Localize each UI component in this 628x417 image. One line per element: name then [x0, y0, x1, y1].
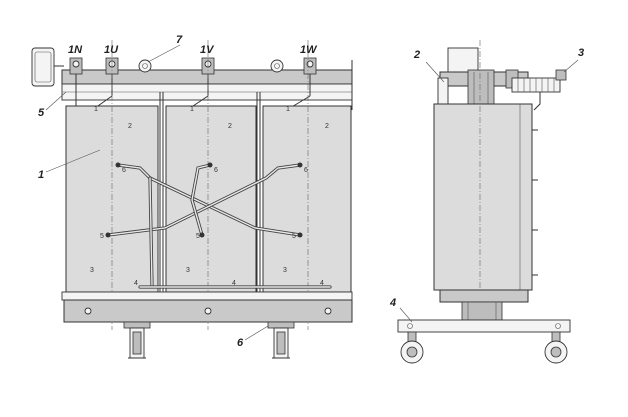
tap-u-4: 4 [134, 280, 138, 287]
leader-2 [425, 61, 445, 83]
tap-u-1: 1 [94, 106, 98, 113]
delta-connection-bars [105, 162, 303, 287]
terminal-1N [69, 57, 83, 108]
leader-5 [45, 91, 67, 111]
terminal-1W [289, 57, 317, 109]
tap-w-6: 6 [304, 167, 308, 174]
frame-bolt-3 [324, 307, 332, 315]
top-box [447, 47, 479, 73]
terminal-box [31, 47, 55, 87]
front-view: 1N 1U 1V 1W 7 5 1 6 2 2 2 3 3 3 1 1 1 6 … [31, 34, 353, 359]
frame-bolt-1 [84, 307, 92, 315]
label-1N: 1N [68, 44, 83, 56]
label-1W: 1W [300, 44, 318, 56]
tap-u-6: 6 [122, 167, 126, 174]
side-wheel-left [400, 331, 424, 364]
side-coil [433, 103, 533, 291]
callout-2: 2 [413, 49, 420, 61]
tap-v-2: 2 [228, 123, 232, 130]
wheel-right [267, 321, 295, 359]
leader-6 [244, 325, 269, 341]
label-1U: 1U [104, 44, 119, 56]
wheel-left [123, 321, 151, 359]
callout-7: 7 [176, 34, 183, 46]
leader-4 [399, 307, 413, 323]
coil-phase-w [262, 105, 352, 293]
callout-5: 5 [38, 107, 45, 119]
terminal-box-inner [34, 51, 52, 83]
tap-v-5: 5 [196, 233, 200, 240]
side-terminal-left [437, 77, 449, 105]
flexible-connector [511, 69, 567, 111]
callout-3: 3 [578, 47, 584, 59]
tap-w-2: 2 [325, 123, 329, 130]
tap-w-4: 4 [320, 280, 324, 287]
side-view: 2 3 4 [389, 40, 584, 364]
frame-bolt-2 [204, 307, 212, 315]
tap-v-6: 6 [214, 167, 218, 174]
side-bottom-frame [439, 289, 529, 303]
coil-phase-v [165, 105, 257, 293]
side-wheel-right [544, 331, 568, 364]
tap-v-4: 4 [232, 280, 236, 287]
base-rail [397, 319, 571, 333]
leader-1 [45, 149, 101, 173]
lifting-lug-left [138, 59, 152, 73]
label-1V: 1V [200, 44, 215, 56]
tap-w-3: 3 [283, 267, 287, 274]
callout-1: 1 [38, 169, 44, 181]
tap-w-5: 5 [292, 233, 296, 240]
tap-u-2: 2 [128, 123, 132, 130]
tap-v-3: 3 [186, 267, 190, 274]
callout-4: 4 [389, 297, 396, 309]
bottom-yoke [61, 291, 353, 301]
tap-w-1: 1 [286, 106, 290, 113]
callout-6: 6 [237, 337, 244, 349]
leader-7 [147, 44, 181, 63]
tap-u-5: 5 [100, 233, 104, 240]
leader-3 [563, 59, 579, 73]
tap-v-1: 1 [190, 106, 194, 113]
lifting-lug-right [270, 59, 284, 73]
tap-u-3: 3 [90, 267, 94, 274]
